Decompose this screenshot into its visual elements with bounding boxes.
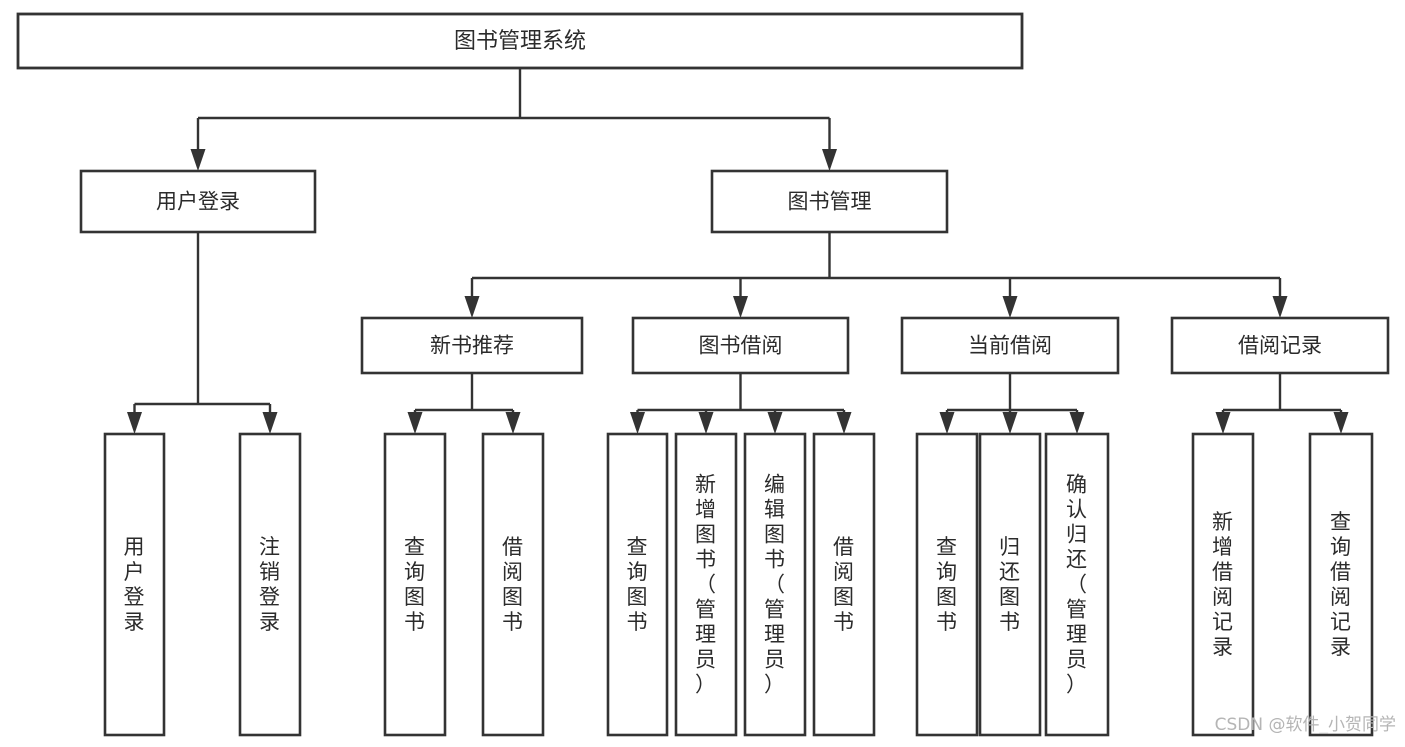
node-label-leaf-query-record: 查询借阅记录 xyxy=(1330,510,1352,659)
node-box-leaf-query-book-borrow[interactable] xyxy=(606,432,669,737)
node-leaf-query-book-rec[interactable]: 查询图书 xyxy=(383,432,447,737)
arrow-head-leaf-logout xyxy=(262,412,278,434)
node-current-borrow[interactable]: 当前借阅 xyxy=(900,316,1120,375)
arrow-head-leaf-user-login xyxy=(127,412,142,434)
node-label-leaf-query-book-borrow: 查询图书 xyxy=(627,535,649,634)
node-label-leaf-confirm-return: 确认归还（管理员） xyxy=(1066,473,1088,697)
node-box-root[interactable] xyxy=(16,12,1024,70)
arrow-head-leaf-return-book xyxy=(1002,412,1018,434)
arrow-head-book-management xyxy=(822,149,837,171)
node-book-management[interactable]: 图书管理 xyxy=(710,169,949,234)
node-label-leaf-return-book: 归还图书 xyxy=(999,535,1021,634)
arrow-head-borrow-records xyxy=(1272,296,1288,318)
node-box-current-borrow[interactable] xyxy=(900,316,1120,375)
node-leaf-confirm-return[interactable]: 确认归还（管理员） xyxy=(1044,432,1110,737)
node-label-borrow-records: 借阅记录 xyxy=(1238,334,1322,358)
node-user-login[interactable]: 用户登录 xyxy=(79,169,317,234)
node-label-leaf-edit-book: 编辑图书（管理员） xyxy=(764,473,786,697)
arrow-head-leaf-query-book-cur xyxy=(939,412,955,434)
node-leaf-logout[interactable]: 注销登录 xyxy=(238,432,302,737)
node-box-borrow-records[interactable] xyxy=(1170,316,1390,375)
arrow-head-leaf-add-record xyxy=(1215,412,1231,434)
node-label-root: 图书管理系统 xyxy=(454,29,586,54)
node-box-leaf-borrow-book[interactable] xyxy=(812,432,876,737)
node-label-leaf-logout: 注销登录 xyxy=(259,535,281,634)
arrow-head-leaf-query-record xyxy=(1333,412,1349,434)
arrow-head-leaf-add-book xyxy=(698,412,714,434)
node-box-leaf-return-book[interactable] xyxy=(978,432,1042,737)
arrow-head-book-borrow xyxy=(733,296,748,318)
node-borrow-records[interactable]: 借阅记录 xyxy=(1170,316,1390,375)
node-box-leaf-query-book-rec[interactable] xyxy=(383,432,447,737)
node-leaf-borrow-book[interactable]: 借阅图书 xyxy=(812,432,876,737)
arrow-head-current-borrow xyxy=(1002,296,1018,318)
node-leaf-user-login[interactable]: 用户登录 xyxy=(103,432,166,737)
node-label-user-login: 用户登录 xyxy=(156,190,240,214)
arrow-head-leaf-query-book-rec xyxy=(407,412,423,434)
arrow-head-leaf-query-book-borrow xyxy=(630,412,645,434)
node-root[interactable]: 图书管理系统 xyxy=(16,12,1024,70)
node-label-leaf-query-book-rec: 查询图书 xyxy=(404,535,426,634)
node-label-book-borrow: 图书借阅 xyxy=(699,334,783,358)
node-leaf-return-book[interactable]: 归还图书 xyxy=(978,432,1042,737)
node-leaf-query-book-borrow[interactable]: 查询图书 xyxy=(606,432,669,737)
node-label-leaf-user-login: 用户登录 xyxy=(124,535,146,634)
node-box-leaf-add-book[interactable] xyxy=(674,432,738,737)
node-box-leaf-query-record[interactable] xyxy=(1308,432,1374,737)
node-box-user-login[interactable] xyxy=(79,169,317,234)
node-label-book-management: 图书管理 xyxy=(788,190,872,214)
edges-layer xyxy=(127,68,1349,434)
node-box-leaf-add-record[interactable] xyxy=(1191,432,1255,737)
node-label-leaf-add-record: 新增借阅记录 xyxy=(1212,510,1234,659)
node-box-new-book-recommend[interactable] xyxy=(360,316,584,375)
node-box-leaf-confirm-return[interactable] xyxy=(1044,432,1110,737)
node-label-current-borrow: 当前借阅 xyxy=(968,334,1052,358)
node-box-book-borrow[interactable] xyxy=(631,316,850,375)
watermark-label: CSDN @软件_小贺同学 xyxy=(1215,715,1396,735)
arrow-head-leaf-borrow-book xyxy=(836,412,852,434)
node-box-leaf-borrow-book-rec[interactable] xyxy=(481,432,545,737)
node-box-leaf-user-login[interactable] xyxy=(103,432,166,737)
node-leaf-query-book-cur[interactable]: 查询图书 xyxy=(915,432,979,737)
node-box-leaf-query-book-cur[interactable] xyxy=(915,432,979,737)
node-label-leaf-borrow-book: 借阅图书 xyxy=(833,535,855,634)
node-box-book-management[interactable] xyxy=(710,169,949,234)
arrow-head-user-login xyxy=(190,149,206,171)
node-box-leaf-edit-book[interactable] xyxy=(743,432,807,737)
node-leaf-query-record[interactable]: 查询借阅记录 xyxy=(1308,432,1374,737)
node-label-leaf-add-book: 新增图书（管理员） xyxy=(695,473,717,697)
arrow-head-leaf-borrow-book-rec xyxy=(505,412,521,434)
node-leaf-add-book[interactable]: 新增图书（管理员） xyxy=(674,432,738,737)
node-label-leaf-borrow-book-rec: 借阅图书 xyxy=(502,535,524,634)
node-box-leaf-logout[interactable] xyxy=(238,432,302,737)
arrow-head-new-book-recommend xyxy=(464,296,480,318)
node-label-new-book-recommend: 新书推荐 xyxy=(430,334,514,358)
arrow-head-leaf-confirm-return xyxy=(1069,412,1085,434)
node-leaf-add-record[interactable]: 新增借阅记录 xyxy=(1191,432,1255,737)
node-book-borrow[interactable]: 图书借阅 xyxy=(631,316,850,375)
arrow-head-leaf-edit-book xyxy=(767,412,783,434)
node-leaf-edit-book[interactable]: 编辑图书（管理员） xyxy=(743,432,807,737)
node-label-leaf-query-book-cur: 查询图书 xyxy=(936,535,958,634)
nodes-layer: 图书管理系统用户登录图书管理新书推荐图书借阅当前借阅借阅记录用户登录注销登录查询… xyxy=(16,12,1390,737)
node-new-book-recommend[interactable]: 新书推荐 xyxy=(360,316,584,375)
node-leaf-borrow-book-rec[interactable]: 借阅图书 xyxy=(481,432,545,737)
